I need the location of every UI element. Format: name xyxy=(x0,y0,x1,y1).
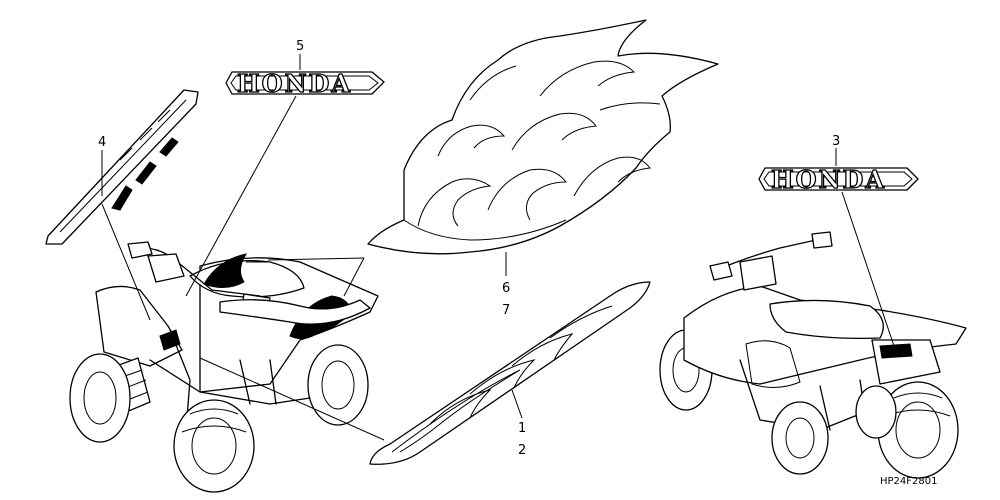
stripe-decal-part-4 xyxy=(45,89,199,245)
callout-6: 6 xyxy=(502,281,510,296)
atv-front-view xyxy=(69,241,379,493)
diagram-code: HP24F2801 xyxy=(880,476,937,487)
atv-rear-view xyxy=(659,231,967,479)
leader-lines xyxy=(101,54,895,441)
honda-emblem-right: HONDA xyxy=(758,164,919,195)
callout-2: 2 xyxy=(518,443,526,458)
emblem-text-right: HONDA xyxy=(771,165,886,194)
emblem-text-top: HONDA xyxy=(237,69,352,98)
callout-5: 5 xyxy=(296,39,304,54)
callout-1: 1 xyxy=(518,421,526,436)
callout-3: 3 xyxy=(832,134,840,149)
callout-7: 7 xyxy=(502,303,510,318)
flame-stripe-part-1-2 xyxy=(369,281,651,465)
flame-decal-part-6-7 xyxy=(367,19,719,255)
honda-emblem-top: HONDA xyxy=(225,68,385,99)
callout-4: 4 xyxy=(98,135,106,150)
